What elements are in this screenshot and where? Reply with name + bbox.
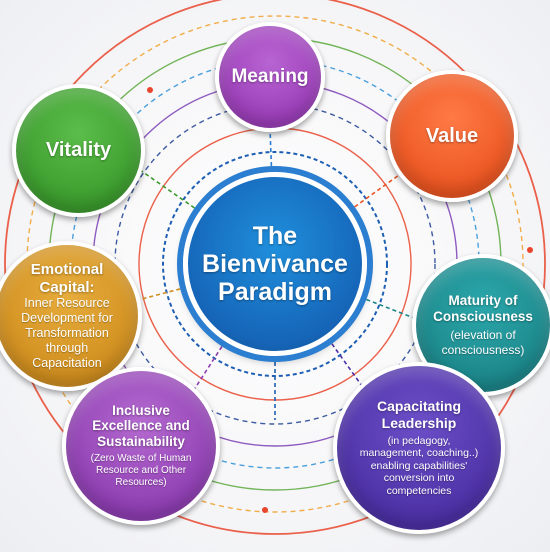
ring-dot-3 xyxy=(262,507,268,513)
ring-1 xyxy=(4,0,546,535)
node-capacitating-leadership: Capacitating Leadership (in pedagogy, ma… xyxy=(333,362,505,534)
node-maturity-of-consciousness: Maturity of Consciousness (elevation of … xyxy=(412,254,550,396)
center-title-line-1: The xyxy=(252,222,298,250)
emotional-title-line-2: Capital: xyxy=(39,278,95,296)
emotional-sub-line-3: Transformation xyxy=(25,325,109,340)
center-title-line-3: Paradigm xyxy=(218,278,332,306)
capacitating-title-line-1: Capacitating xyxy=(376,398,461,415)
node-emotional-capital: Emotional Capital: Inner Resource Develo… xyxy=(0,241,142,391)
ring-dot-2 xyxy=(527,247,533,253)
ring-dot-5 xyxy=(147,87,153,93)
inclusive-title-line-2: Excellence and xyxy=(92,418,190,434)
inclusive-title-line-1: Inclusive xyxy=(112,402,170,418)
emotional-sub-line-2: Development for xyxy=(21,310,113,325)
maturity-sub-line-2: consciousness) xyxy=(441,342,525,357)
maturity-sub-line-1: (elevation of xyxy=(450,328,516,343)
emotional-sub-line-1: Inner Resource xyxy=(24,295,110,310)
emotional-title-line-1: Emotional xyxy=(30,261,104,279)
inclusive-sub-line-3: Resources) xyxy=(115,477,167,489)
capacitating-sub-line-4: conversion into xyxy=(383,472,455,485)
node-center-paradigm: The Bienvivance Paradigm xyxy=(183,172,367,356)
ring-6 xyxy=(114,103,436,425)
node-inclusive-excellence: Inclusive Excellence and Sustainability … xyxy=(62,367,220,525)
node-meaning: Meaning xyxy=(215,22,325,132)
node-vitality: Vitality xyxy=(12,84,145,217)
node-value-title: Value xyxy=(425,124,479,147)
capacitating-title-line-2: Leadership xyxy=(381,414,457,431)
emotional-sub-line-4: through xyxy=(45,340,89,355)
capacitating-sub-line-1: (in pedagogy, xyxy=(387,434,451,447)
node-vitality-title: Vitality xyxy=(45,139,112,161)
center-title-line-2: Bienvivance xyxy=(202,250,348,278)
capacitating-sub-line-3: enabling capabilities' xyxy=(370,459,468,472)
maturity-title-line-1: Maturity of xyxy=(448,293,518,309)
maturity-title-line-2: Consciousness xyxy=(433,308,533,324)
node-value: Value xyxy=(386,70,518,202)
inclusive-sub-line-2: Resource and Other xyxy=(95,465,187,477)
capacitating-sub-line-5: competencies xyxy=(386,484,452,497)
emotional-sub-line-5: Capacitation xyxy=(32,355,102,370)
inclusive-title-line-3: Sustainability xyxy=(97,433,185,449)
capacitating-sub-line-2: management, coaching..) xyxy=(359,447,479,460)
node-meaning-title: Meaning xyxy=(231,66,309,88)
inclusive-sub-line-1: (Zero Waste of Human xyxy=(90,453,192,465)
